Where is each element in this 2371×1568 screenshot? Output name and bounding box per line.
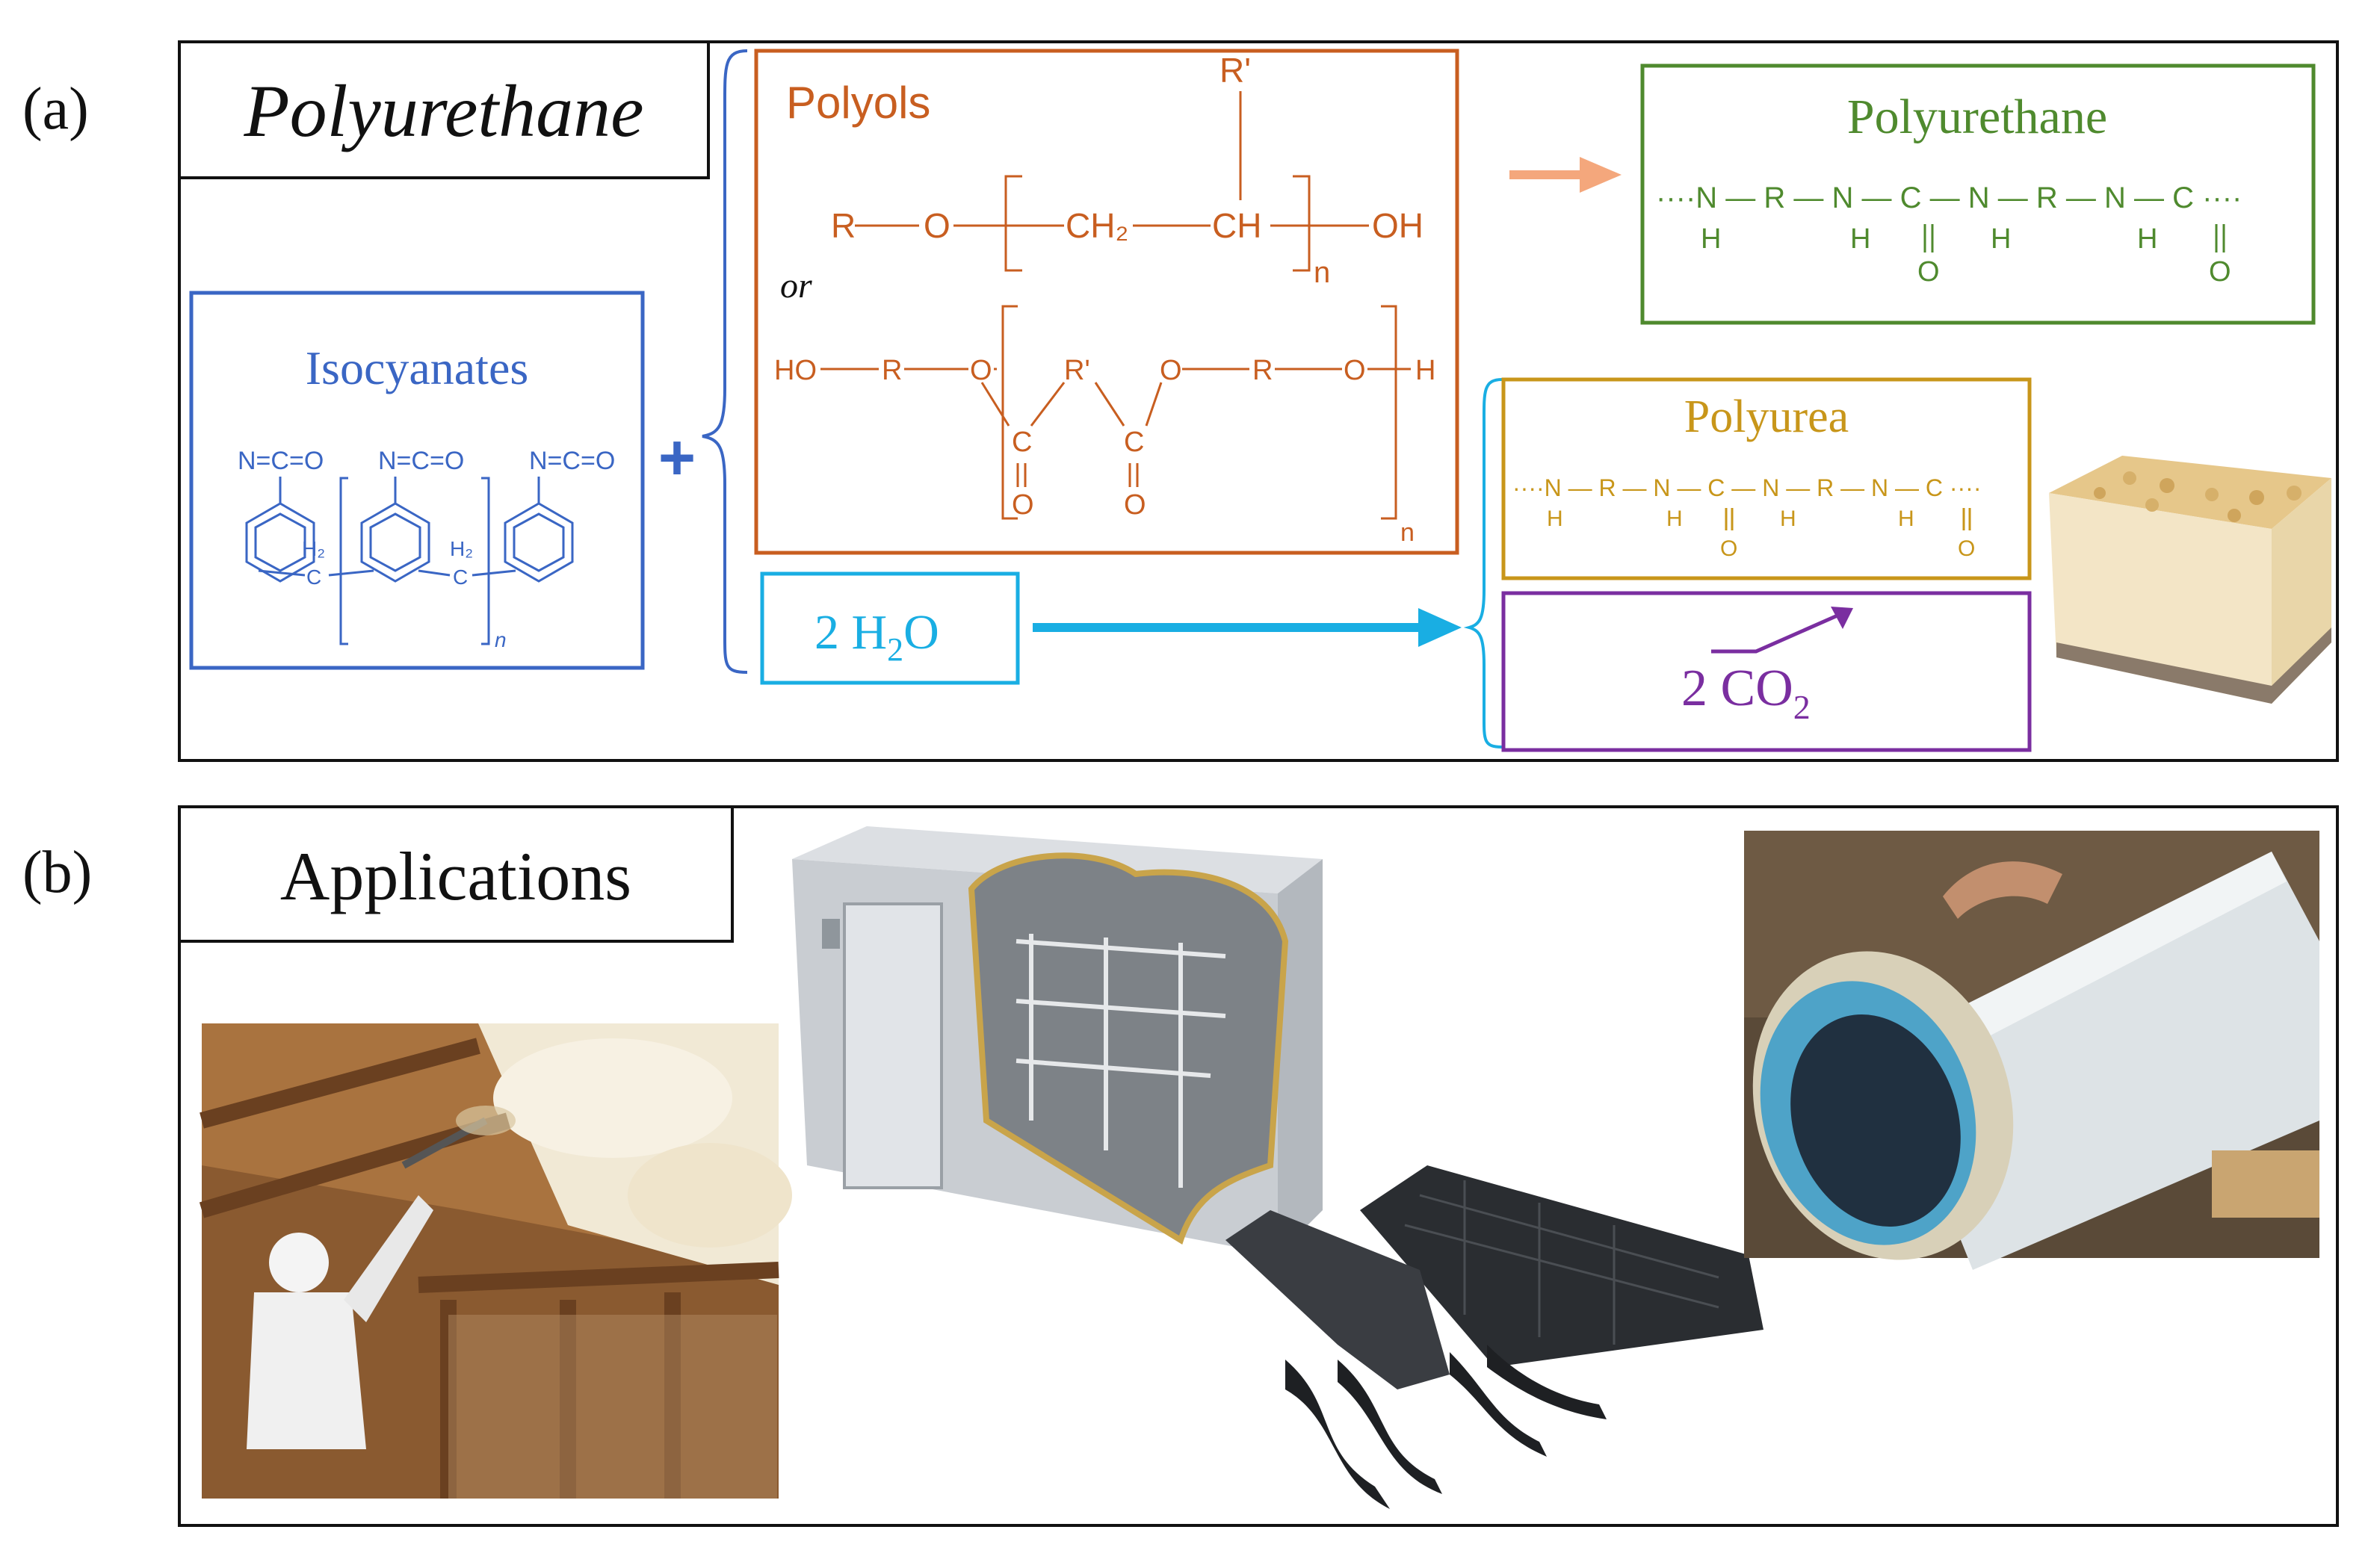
polyol2-c2: C xyxy=(1124,427,1144,458)
polyurethane-title: Polyurethane xyxy=(1847,90,2107,144)
polyol2-ho: HO xyxy=(774,355,817,386)
isocyanate-ch2-2-c: C xyxy=(453,565,468,589)
isocyanate-ch2-1-h: H₂ xyxy=(302,537,325,560)
reactant-brace xyxy=(702,49,748,674)
plus-sign: + xyxy=(658,422,696,494)
pu-h-3: H xyxy=(1991,223,2011,255)
water-formula: 2 H2O xyxy=(814,605,939,668)
panel-a: (a) Polyurethane Isocyanates xyxy=(22,40,2339,762)
pu-o-1: O xyxy=(1917,256,1940,288)
isocyanate-structure xyxy=(245,477,574,645)
co2-formula: 2 CO2 xyxy=(1681,660,1811,726)
polyol1-ch: CH xyxy=(1212,206,1261,245)
polyol2-h: H xyxy=(1415,355,1435,386)
panel-b: (b) Applications xyxy=(22,805,2339,1527)
polyurea-box: Polyurea ····N — R — N — C — N — R — N —… xyxy=(1501,377,2032,580)
isocyanate-ch2-2-h: H₂ xyxy=(450,537,473,560)
purea-o-1: O xyxy=(1720,536,1737,561)
purea-h-3: H xyxy=(1780,506,1796,531)
polyols-or: or xyxy=(780,266,812,306)
arrow-to-polyurethane xyxy=(1509,157,1622,193)
pipe-insulation-photo xyxy=(1744,831,2319,1270)
polyol1-r-prime: R' xyxy=(1219,51,1251,90)
foam-block-image xyxy=(2049,456,2331,704)
co2-box: 2 CO2 xyxy=(1501,591,2032,752)
panel-a-title: Polyurethane xyxy=(243,69,643,152)
isocyanate-repeat-n: n xyxy=(495,628,507,651)
purea-o-2: O xyxy=(1958,536,1975,561)
polyol2-o-dbl-2: O xyxy=(1124,489,1146,521)
polyol2-o2: O xyxy=(1160,355,1182,386)
isocyanate-group-3: N=C=O xyxy=(529,447,615,475)
gas-release-arrow-icon xyxy=(1711,610,1846,654)
polyols-box: Polyols R O CH₂ CH R' OH n xyxy=(754,49,1459,555)
water-box: 2 H2O xyxy=(760,571,1020,685)
polyol2-r2: R xyxy=(1252,355,1273,386)
polyol1-oh: OH xyxy=(1372,206,1423,245)
arrow-water-reaction xyxy=(1033,608,1462,647)
polyol-formula-2: HO R O R' O R O H C C O O n xyxy=(774,305,1435,547)
panel-b-frame xyxy=(178,805,2339,1527)
panel-a-label: (a) xyxy=(22,76,89,142)
panel-a-frame xyxy=(178,40,2339,762)
polyol1-o: O xyxy=(924,206,950,245)
polyol2-o3: O xyxy=(1344,355,1366,386)
purea-h-4: H xyxy=(1898,506,1914,531)
panel-a-title-box xyxy=(178,40,710,179)
isocyanates-box: Isocyanates xyxy=(189,291,645,670)
panel-b-title-box xyxy=(178,805,734,943)
polyol1-ch2: CH₂ xyxy=(1066,206,1128,245)
polyol2-r1: R xyxy=(882,355,902,386)
polyurethane-box: Polyurethane ····N — R — N — C — N — R —… xyxy=(1640,63,2316,325)
polyurea-chain: ····N — R — N — C — N — R — N — C ···· xyxy=(1512,474,1981,501)
isocyanate-group-1: N=C=O xyxy=(238,447,324,475)
polyol1-r: R xyxy=(831,206,856,245)
isocyanate-ch2-1-c: C xyxy=(306,565,321,589)
automotive-foam-parts-image xyxy=(1225,1165,1763,1509)
polyurethane-chain: ····N — R — N — C — N — R — N — C ···· xyxy=(1656,182,2242,214)
pu-o-2: O xyxy=(2209,256,2231,288)
polyol2-o-dbl-1: O xyxy=(1012,489,1034,521)
spray-foam-insulation-photo xyxy=(199,1023,792,1499)
pu-h-1: H xyxy=(1701,223,1721,255)
polyol2-o1: O xyxy=(970,355,992,386)
panel-b-title: Applications xyxy=(280,838,631,914)
polyols-title: Polyols xyxy=(786,78,930,128)
product-brace xyxy=(1463,378,1503,749)
isocyanates-title: Isocyanates xyxy=(306,341,529,394)
polyurea-title: Polyurea xyxy=(1684,391,1849,442)
polyol2-r-prime: R' xyxy=(1064,355,1090,386)
pu-h-2: H xyxy=(1850,223,1870,255)
polyol2-n: n xyxy=(1400,518,1415,547)
purea-h-2: H xyxy=(1666,506,1683,531)
isocyanate-group-2: N=C=O xyxy=(378,447,464,475)
pu-h-4: H xyxy=(2137,223,2157,255)
polyol-formula-1: R O CH₂ CH R' OH n xyxy=(831,51,1423,289)
panel-b-label: (b) xyxy=(22,840,92,905)
polyol1-n: n xyxy=(1314,256,1330,289)
cold-storage-room-image xyxy=(792,826,1323,1255)
polyol2-c1: C xyxy=(1012,427,1032,458)
purea-h-1: H xyxy=(1547,506,1563,531)
